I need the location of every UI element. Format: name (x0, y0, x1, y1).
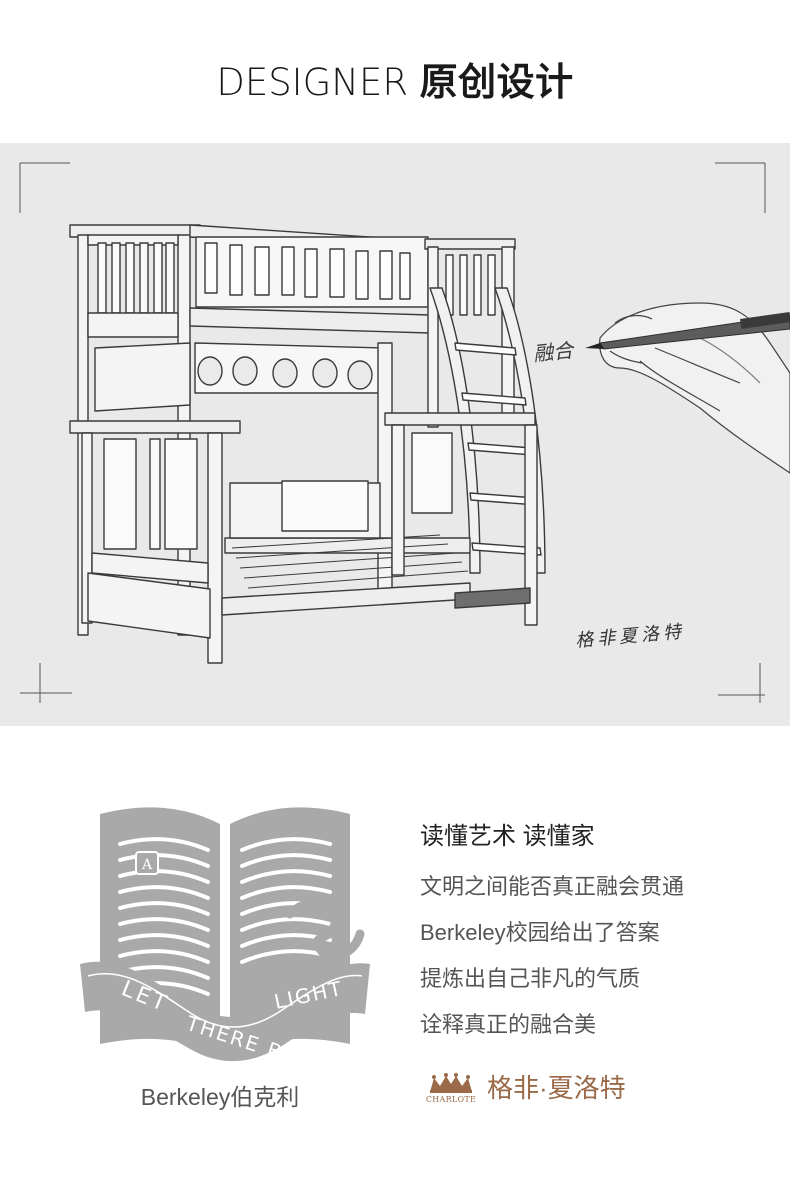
hand-caption: 融合 (532, 337, 575, 367)
sketch-panel: 融合 格非夏洛特 (0, 143, 790, 726)
emblem-caption: Berkeley伯克利 (140, 1084, 300, 1110)
brand-logo-text: CHARLOTE (425, 1095, 477, 1104)
description-line: 文明之间能否真正融会贯通 (420, 874, 685, 899)
page-title: DESIGNER 原创设计 (0, 54, 790, 111)
bunk-bed-sketch (19, 162, 790, 703)
section-heading: 读懂艺术 读懂家 (420, 823, 595, 850)
title-chinese: 原创设计 (419, 62, 574, 104)
description-line: Berkeley校园给出了答案 (420, 920, 660, 945)
description-line: 诠释真正的融合美 (420, 1012, 597, 1037)
description-lines: 文明之间能否真正融会贯通 Berkeley校园给出了答案 提炼出自己非凡的气质 … (420, 872, 684, 1056)
pencil-drawing (585, 312, 790, 350)
hand-drawing (599, 302, 790, 474)
bunk-bed-drawing (69, 224, 546, 664)
crown-logo-icon (430, 1073, 472, 1093)
header: DESIGNER 原创设计 (0, 0, 790, 143)
bottom-section: A LET THERE BE LIGHT Berkeley伯克利 读懂艺术 读懂… (0, 726, 790, 1200)
berkeley-emblem: A LET THERE BE LIGHT (80, 807, 370, 1069)
brand-name: 格非·夏洛特 (487, 1073, 626, 1103)
emblem-letter-badge: A (141, 857, 153, 873)
title-english: DESIGNER (216, 61, 409, 104)
description-line: 提炼出自己非凡的气质 (420, 966, 641, 991)
